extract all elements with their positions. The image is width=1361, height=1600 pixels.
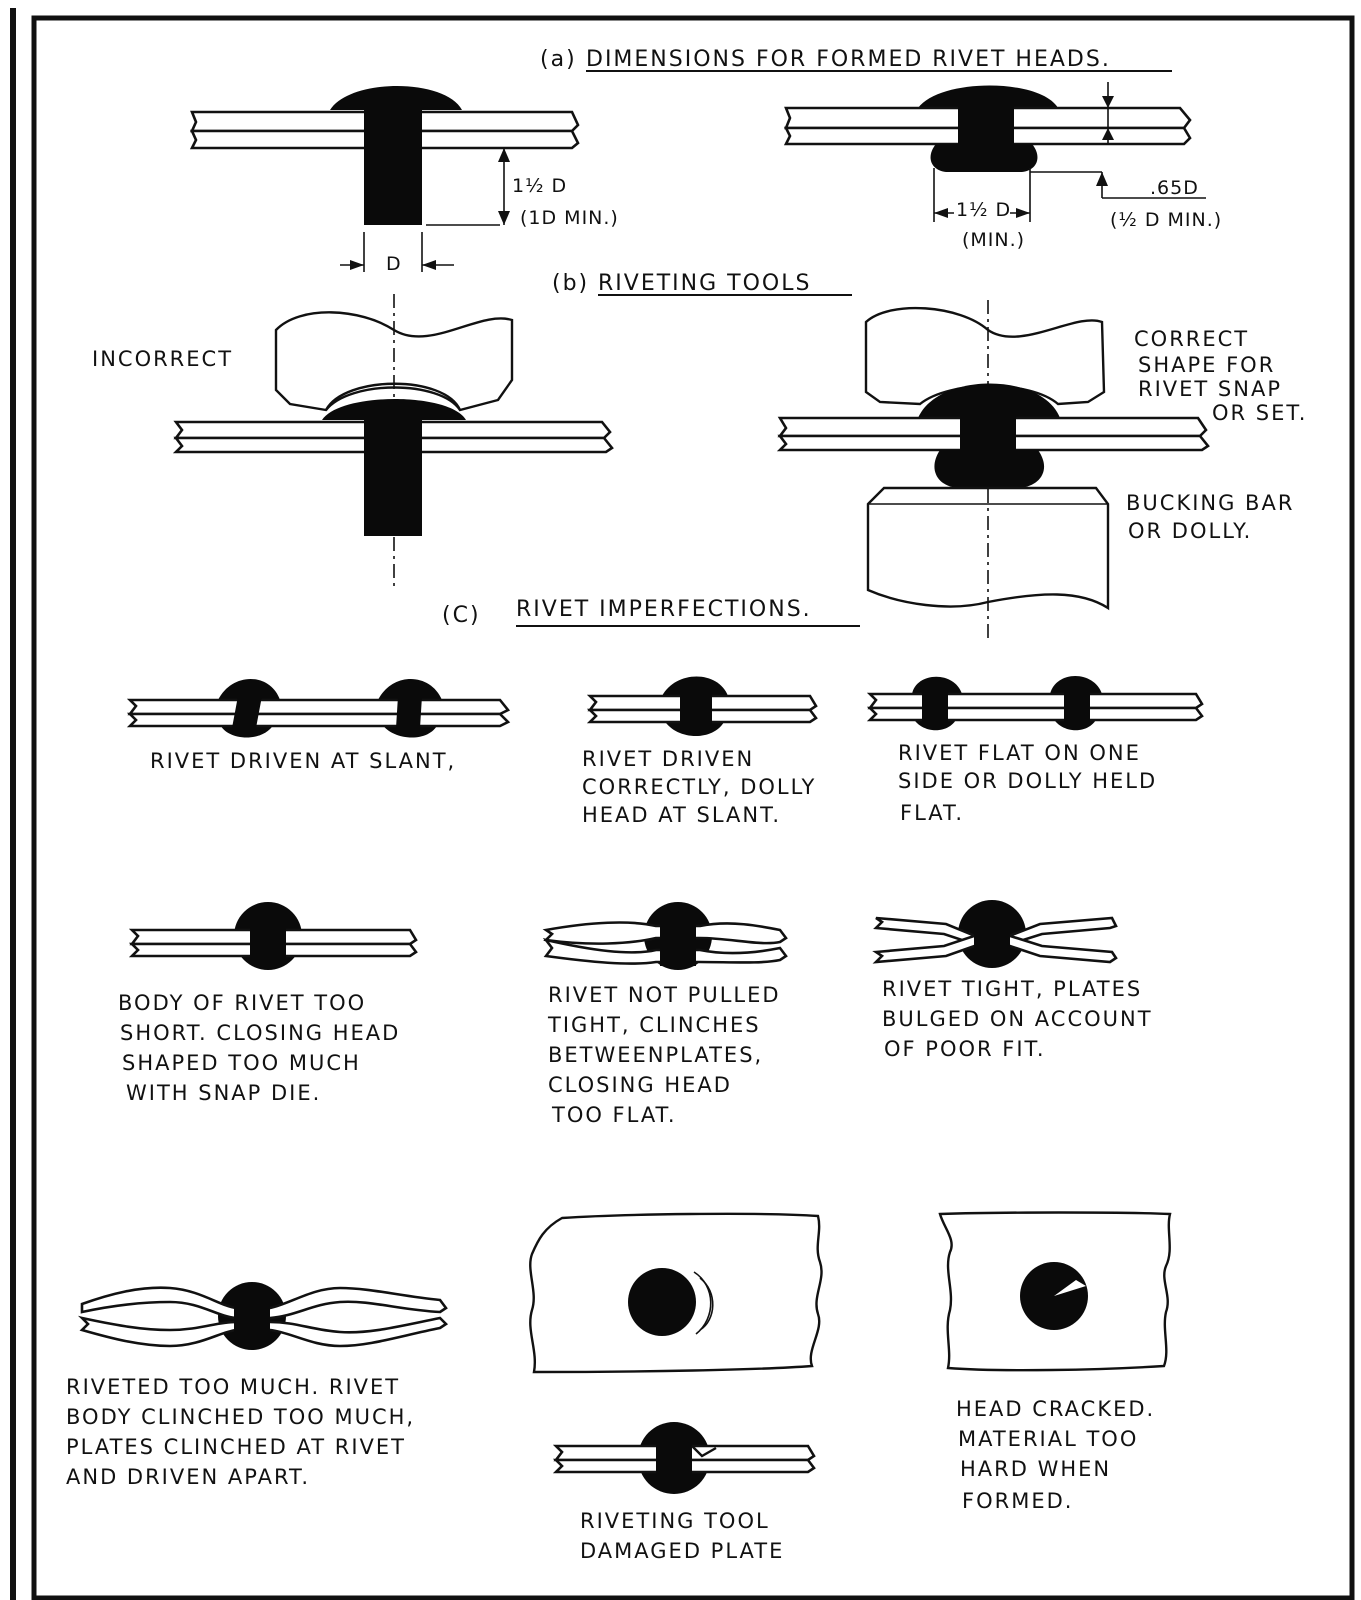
text-too-much-2: BODY CLINCHED TOO MUCH, xyxy=(66,1405,415,1429)
dim-right-width-min: (MIN.) xyxy=(962,229,1025,251)
imperfection-dolly-slant: RIVET DRIVEN CORRECTLY, DOLLY HEAD AT SL… xyxy=(582,676,818,827)
text-bulged-2: BULGED ON ACCOUNT xyxy=(882,1007,1153,1031)
label-incorrect: INCORRECT xyxy=(92,347,233,371)
label-bucking-line1: BUCKING BAR xyxy=(1126,491,1294,515)
text-cracked-3: HARD WHEN xyxy=(960,1457,1111,1481)
text-too-short-2: SHORT. CLOSING HEAD xyxy=(120,1021,400,1045)
section-c-title: RIVET IMPERFECTIONS. xyxy=(516,597,812,622)
text-not-pulled-4: CLOSING HEAD xyxy=(548,1073,732,1097)
text-flat-side-1: RIVET FLAT ON ONE xyxy=(898,741,1141,765)
label-correct-line3: RIVET SNAP xyxy=(1138,377,1282,401)
dim-right-width: 1½ D xyxy=(956,199,1011,221)
imperfection-too-short: BODY OF RIVET TOO SHORT. CLOSING HEAD SH… xyxy=(118,902,418,1105)
text-cracked-1: HEAD CRACKED. xyxy=(956,1397,1155,1421)
text-dolly-slant-2: CORRECTLY, DOLLY xyxy=(582,775,816,799)
imperfection-not-pulled: RIVET NOT PULLED TIGHT, CLINCHES BETWEEN… xyxy=(542,902,788,1127)
imperfection-head-cracked: HEAD CRACKED. MATERIAL TOO HARD WHEN FOR… xyxy=(938,1211,1172,1513)
text-damaged-1: RIVETING TOOL xyxy=(580,1509,770,1533)
text-slant: RIVET DRIVEN AT SLANT, xyxy=(150,749,456,773)
dim-left-min: (1D MIN.) xyxy=(520,207,619,229)
text-cracked-2: MATERIAL TOO xyxy=(958,1427,1138,1451)
text-too-short-4: WITH SNAP DIE. xyxy=(126,1081,321,1105)
text-too-much-4: AND DRIVEN APART. xyxy=(66,1465,310,1489)
section-a-prefix: (a) xyxy=(540,47,577,72)
figure-border xyxy=(31,15,1355,1600)
label-correct-line4: OR SET. xyxy=(1212,401,1307,425)
text-cracked-4: FORMED. xyxy=(962,1489,1073,1513)
section-b-title: RIVETING TOOLS xyxy=(598,271,811,296)
text-not-pulled-2: TIGHT, CLINCHES xyxy=(547,1013,761,1037)
text-too-short-1: BODY OF RIVET TOO xyxy=(118,991,366,1015)
section-c-header: (C) RIVET IMPERFECTIONS. xyxy=(442,597,860,628)
dim-d-label: D xyxy=(386,253,402,275)
riveting-tool-incorrect: INCORRECT xyxy=(92,294,614,590)
text-damaged-2: DAMAGED PLATE xyxy=(580,1539,784,1563)
imperfection-too-much: RIVETED TOO MUCH. RIVET BODY CLINCHED TO… xyxy=(66,1282,449,1489)
text-dolly-slant-3: HEAD AT SLANT. xyxy=(582,803,781,827)
text-flat-side-3: FLAT. xyxy=(900,801,964,825)
text-not-pulled-3: BETWEENPLATES, xyxy=(548,1043,763,1067)
section-c-prefix: (C) xyxy=(442,603,481,628)
label-correct-line1: CORRECT xyxy=(1134,327,1249,351)
dim-right-height-min: (½ D MIN.) xyxy=(1110,209,1222,231)
section-b-prefix: (b) xyxy=(552,271,589,296)
label-bucking-line2: OR DOLLY. xyxy=(1128,519,1252,543)
text-too-much-3: PLATES CLINCHED AT RIVET xyxy=(66,1435,406,1459)
section-a-header: (a) DIMENSIONS FOR FORMED RIVET HEADS. xyxy=(540,47,1172,72)
rivet-dimension-right: 1½ D (MIN.) .65D (½ D MIN.) xyxy=(783,82,1222,251)
imperfection-bulged: RIVET TIGHT, PLATES BULGED ON ACCOUNT OF… xyxy=(872,900,1153,1061)
text-not-pulled-1: RIVET NOT PULLED xyxy=(548,983,781,1007)
text-flat-side-2: SIDE OR DOLLY HELD xyxy=(898,769,1157,793)
text-too-much-1: RIVETED TOO MUCH. RIVET xyxy=(66,1375,400,1399)
section-b-header: (b) RIVETING TOOLS xyxy=(552,271,852,296)
text-dolly-slant-1: RIVET DRIVEN xyxy=(582,747,754,771)
dim-left-length: 1½ D xyxy=(512,175,567,197)
riveting-tool-correct: CORRECT SHAPE FOR RIVET SNAP OR SET. BUC… xyxy=(776,300,1307,640)
text-too-short-3: SHAPED TOO MUCH xyxy=(122,1051,361,1075)
label-correct-line2: SHAPE FOR xyxy=(1138,353,1275,377)
section-a-title: DIMENSIONS FOR FORMED RIVET HEADS. xyxy=(586,47,1111,72)
text-bulged-3: OF POOR FIT. xyxy=(884,1037,1046,1061)
text-bulged-1: RIVET TIGHT, PLATES xyxy=(882,977,1142,1001)
left-margin-bar xyxy=(10,8,16,1600)
dim-right-height: .65D xyxy=(1150,177,1199,199)
imperfection-slant: RIVET DRIVEN AT SLANT, xyxy=(126,679,511,773)
text-not-pulled-5: TOO FLAT. xyxy=(551,1103,677,1127)
imperfection-flat-side: RIVET FLAT ON ONE SIDE OR DOLLY HELD FLA… xyxy=(866,676,1204,825)
imperfection-damaged-plate: RIVETING TOOL DAMAGED PLATE xyxy=(529,1212,823,1563)
rivet-dimension-left: D 1½ D (1D MIN.) xyxy=(189,86,619,275)
